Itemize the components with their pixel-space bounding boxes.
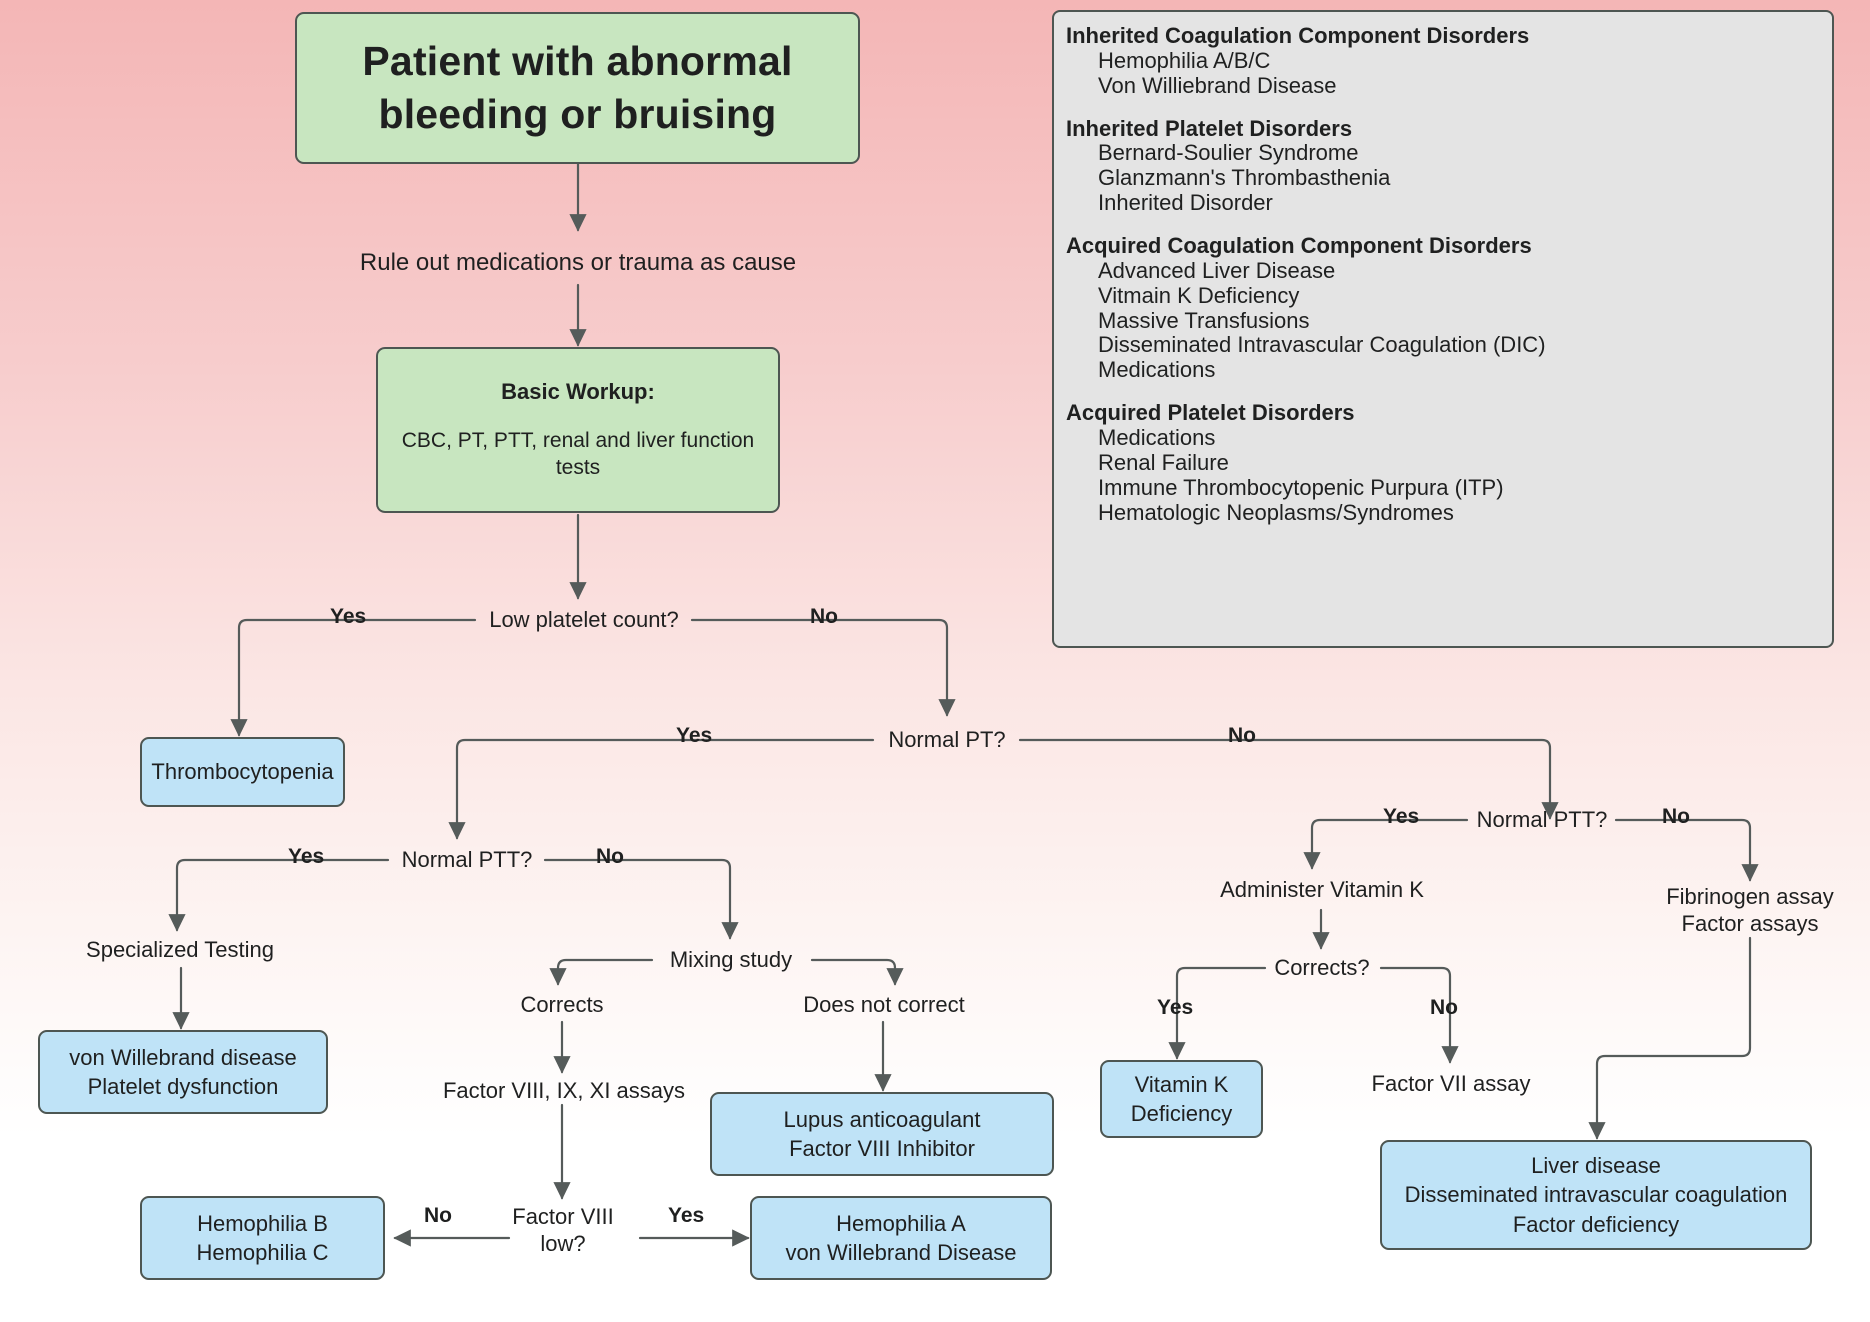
- node-hemophilia-b-c[interactable]: Hemophilia B Hemophilia C: [140, 1196, 385, 1280]
- legend-group: Inherited Platelet Disorders Bernard-Sou…: [1066, 115, 1816, 216]
- edge-label-ptt-right-yes: Yes: [1383, 805, 1420, 828]
- legend-item: Massive Transfusions: [1098, 307, 1310, 333]
- legend-heading: Inherited Platelet Disorders: [1066, 115, 1353, 141]
- node-fibrinogen-assay: Fibrinogen assay Factor assays: [1666, 883, 1834, 937]
- legend-item: Advanced Liver Disease: [1098, 257, 1336, 283]
- edge-label-pt-yes: Yes: [676, 724, 713, 747]
- legend-item: Hemophilia A/B/C: [1098, 47, 1271, 73]
- node-vitamin-k-deficiency[interactable]: Vitamin K Deficiency: [1100, 1060, 1263, 1138]
- legend-item: Inherited Disorder: [1098, 190, 1273, 216]
- decision-low-platelet-count: Low platelet count?: [489, 607, 679, 633]
- legend-item: Bernard-Soulier Syndrome: [1098, 140, 1359, 166]
- node-patient-abnormal-bleeding[interactable]: Patient with abnormal bleeding or bruisi…: [295, 12, 860, 164]
- workup-body: CBC, PT, PTT, renal and liver function t…: [401, 429, 755, 480]
- node-does-not-correct: Does not correct: [803, 992, 965, 1018]
- node-rule-out-medications: Rule out medications or trauma as cause: [359, 249, 797, 276]
- edge-label-factor8-no: No: [424, 1204, 452, 1227]
- legend-item: Hematologic Neoplasms/Syndromes: [1098, 499, 1454, 525]
- node-liver-disease[interactable]: Liver disease Disseminated intravascular…: [1380, 1140, 1812, 1250]
- node-administer-vitamin-k: Administer Vitamin K: [1220, 877, 1424, 903]
- edge-label-corrects-yes: Yes: [1157, 996, 1194, 1019]
- node-hemophilia-a-vwd[interactable]: Hemophilia A von Willebrand Disease: [750, 1196, 1052, 1280]
- edge-label-pt-no: No: [1228, 724, 1256, 747]
- edge-label-platelet-no: No: [810, 605, 838, 628]
- legend-item: Glanzmann's Thrombasthenia: [1098, 165, 1391, 191]
- legend-group: Acquired Coagulation Component Disorders…: [1066, 233, 1816, 383]
- edge-label-platelet-yes: Yes: [330, 605, 367, 628]
- decision-normal-ptt-right: Normal PTT?: [1476, 807, 1608, 833]
- legend-heading: Acquired Platelet Disorders: [1066, 400, 1355, 426]
- node-factor-assays: Factor VIII, IX, XI assays: [442, 1078, 686, 1104]
- legend-item: Vitmain K Deficiency: [1098, 282, 1300, 308]
- node-specialized-testing: Specialized Testing: [86, 937, 274, 963]
- legend-group: Acquired Platelet Disorders Medications …: [1066, 400, 1816, 525]
- decision-factor-viii-low: Factor VIII low?: [512, 1203, 614, 1257]
- edge-label-ptt-left-no: No: [596, 845, 624, 868]
- legend-group: Inherited Coagulation Component Disorder…: [1066, 23, 1816, 99]
- legend-heading: Acquired Coagulation Component Disorders: [1066, 233, 1532, 259]
- edge-label-factor8-yes: Yes: [668, 1204, 705, 1227]
- edge-label-ptt-right-no: No: [1662, 805, 1690, 828]
- legend-item: Disseminated Intravascular Coagulation (…: [1098, 332, 1546, 358]
- node-corrects: Corrects: [520, 992, 604, 1018]
- node-vwd-platelet-dysfunction[interactable]: von Willebrand disease Platelet dysfunct…: [38, 1030, 328, 1114]
- legend-heading: Inherited Coagulation Component Disorder…: [1066, 23, 1530, 48]
- decision-normal-ptt-left: Normal PTT?: [401, 847, 533, 873]
- legend-item: Von Williebrand Disease: [1098, 72, 1337, 98]
- legend-item: Medications: [1098, 357, 1216, 383]
- node-basic-workup[interactable]: Basic Workup: CBC, PT, PTT, renal and li…: [376, 347, 780, 513]
- edge-label-corrects-no: No: [1430, 996, 1458, 1019]
- node-mixing-study: Mixing study: [669, 947, 793, 973]
- legend-item: Renal Failure: [1098, 449, 1229, 475]
- workup-heading: Basic Workup:: [501, 379, 655, 405]
- decision-normal-pt: Normal PT?: [888, 727, 1006, 753]
- edge-label-ptt-left-yes: Yes: [288, 845, 325, 868]
- node-thrombocytopenia[interactable]: Thrombocytopenia: [140, 737, 345, 807]
- disorders-legend-panel: Inherited Coagulation Component Disorder…: [1052, 10, 1834, 648]
- legend-item: Immune Thrombocytopenic Purpura (ITP): [1098, 474, 1504, 500]
- legend-item: Medications: [1098, 425, 1216, 451]
- node-lupus-anticoagulant[interactable]: Lupus anticoagulant Factor VIII Inhibito…: [710, 1092, 1054, 1176]
- decision-corrects: Corrects?: [1274, 955, 1370, 981]
- node-factor-vii-assay: Factor VII assay: [1371, 1071, 1531, 1097]
